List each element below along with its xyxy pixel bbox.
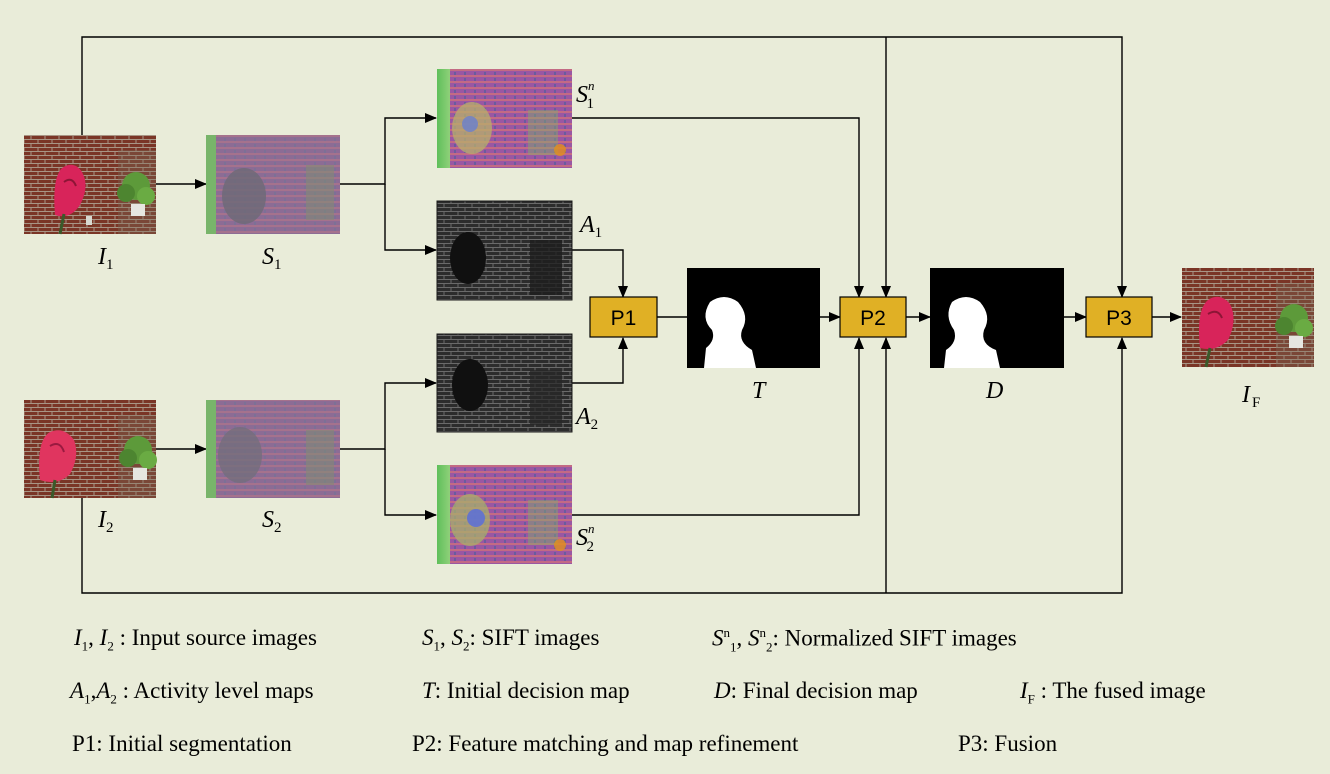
process-p3: P3 <box>1085 296 1153 338</box>
label-s2: S2 <box>262 507 282 536</box>
label-a2: A2 <box>574 404 598 433</box>
legend-input: I1, I2 : Input source images <box>74 625 317 654</box>
process-p1-label: P1 <box>611 307 637 330</box>
legend-nsift: Sn1, Sn2: Normalized SIFT images <box>712 625 1017 655</box>
legend-if: IF : The fused image <box>1020 678 1206 707</box>
label-s1: S1 <box>262 244 282 273</box>
label-t: T <box>752 378 767 404</box>
legend-d: D: Final decision map <box>714 678 918 703</box>
image-s1n <box>437 69 572 168</box>
process-p3-label: P3 <box>1106 307 1132 330</box>
process-p1: P1 <box>589 296 658 338</box>
legend-p3: P3: Fusion <box>958 731 1058 756</box>
image-d <box>930 268 1064 368</box>
legend-activity: A1,A2 : Activity level maps <box>70 678 314 707</box>
connection-lines <box>81 36 1182 594</box>
image-i2 <box>24 400 157 499</box>
legend-sift: S1, S2: SIFT images <box>422 625 600 654</box>
label-i2: I2 <box>97 507 114 536</box>
image-s1 <box>206 135 340 234</box>
image-if <box>1182 268 1314 368</box>
image-t <box>687 268 820 368</box>
legend-t: T: Initial decision map <box>422 678 630 703</box>
image-a2 <box>436 333 573 433</box>
label-d: D <box>985 378 1003 404</box>
image-i1 <box>24 135 156 235</box>
image-a1 <box>436 200 573 301</box>
label-i1: I1 <box>97 244 114 273</box>
process-p2: P2 <box>839 296 907 338</box>
legend-p1: P1: Initial segmentation <box>72 731 292 756</box>
image-s2 <box>206 400 340 498</box>
image-s2n <box>437 465 572 564</box>
legend-p2: P2: Feature matching and map refinement <box>412 731 799 756</box>
label-a1: A1 <box>578 212 602 241</box>
process-p2-label: P2 <box>860 307 886 330</box>
